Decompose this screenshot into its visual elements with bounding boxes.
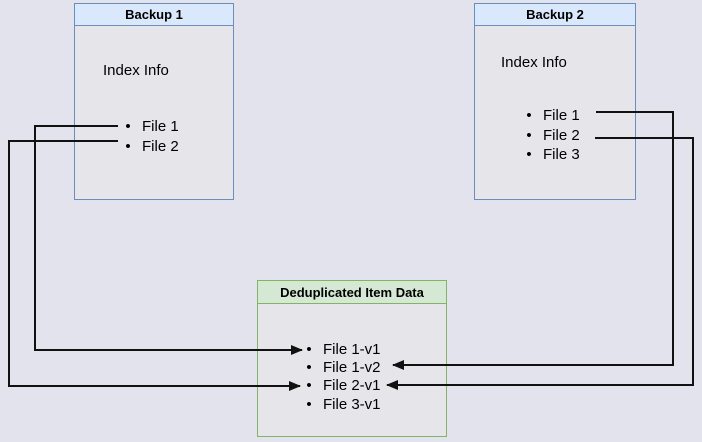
backup1-title: Backup 1 — [75, 4, 233, 26]
file-label: File 2 — [543, 126, 580, 144]
bullet-icon: • — [306, 359, 312, 377]
dedup-item-label: File 1-v1 — [323, 340, 381, 358]
dedup-box: Deduplicated Item Data • File 1-v1 • Fil… — [257, 280, 447, 437]
bullet-icon: • — [306, 395, 312, 413]
bullet-icon: • — [526, 146, 532, 164]
backup1-box: Backup 1 Index Info • File 1 • File 2 — [74, 3, 234, 200]
bullet-icon: • — [526, 107, 532, 125]
list-item: • File 1-v1 — [303, 340, 381, 358]
list-item: • File 3 — [523, 145, 580, 165]
file-label: File 1 — [142, 118, 179, 136]
bullet-icon: • — [306, 340, 312, 358]
bullet-icon: • — [306, 377, 312, 395]
list-item: • File 2-v1 — [303, 377, 381, 395]
file-label: File 1 — [543, 107, 580, 125]
bullet-icon: • — [125, 118, 131, 136]
backup2-title: Backup 2 — [475, 4, 635, 26]
list-item: • File 1-v2 — [303, 358, 381, 377]
backup2-box: Backup 2 Index Info • File 1 • File 2 • … — [474, 3, 636, 200]
backup1-index-info-label: Index Info — [103, 62, 169, 79]
list-item: • File 1 — [523, 106, 580, 126]
dedup-title: Deduplicated Item Data — [258, 281, 446, 304]
backup1-file-list: • File 1 • File 2 — [122, 117, 179, 157]
list-item: • File 2 — [523, 126, 580, 146]
list-item: • File 2 — [122, 137, 179, 157]
file-label: File 2 — [142, 137, 179, 155]
dedup-item-list: • File 1-v1 • File 1-v2 • File 2-v1 • Fi… — [303, 340, 381, 414]
dedup-item-label: File 3-v1 — [323, 395, 381, 413]
bullet-icon: • — [526, 126, 532, 144]
bullet-icon: • — [125, 137, 131, 155]
file-label: File 3 — [543, 146, 580, 164]
backup2-index-info-label: Index Info — [501, 54, 567, 71]
dedup-item-label: File 1-v2 — [323, 359, 381, 377]
backup2-file-list: • File 1 • File 2 • File 3 — [523, 106, 580, 165]
list-item: • File 3-v1 — [303, 395, 381, 413]
list-item: • File 1 — [122, 117, 179, 137]
dedup-item-label: File 2-v1 — [323, 377, 381, 395]
